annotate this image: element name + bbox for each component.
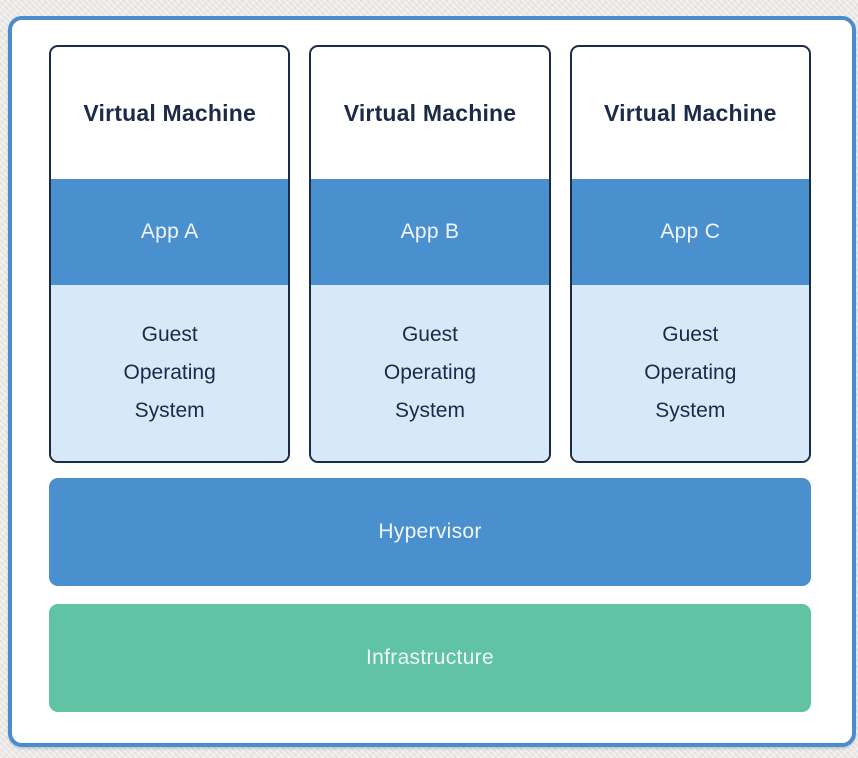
infrastructure-label: Infrastructure — [366, 646, 494, 669]
vm-title: Virtual Machine — [604, 99, 777, 126]
infrastructure-bar: Infrastructure — [49, 604, 811, 712]
vm-box-2: Virtual Machine App B Guest Operating Sy… — [309, 45, 551, 463]
guest-os-label: Guest Operating System — [383, 323, 477, 422]
app-band: App C — [571, 179, 809, 285]
guest-os-label: Guest Operating System — [123, 323, 216, 422]
vm-row: Virtual Machine App A Guest Operating Sy… — [49, 45, 811, 463]
hypervisor-bar: Hypervisor — [49, 478, 811, 586]
app-label: App B — [400, 220, 460, 243]
vm-box-1: Virtual Machine App A Guest Operating Sy… — [49, 45, 291, 463]
guest-os-label: Guest Operating System — [644, 323, 737, 422]
diagram-card: Virtual Machine App A Guest Operating Sy… — [8, 16, 856, 747]
app-label: App A — [140, 220, 199, 243]
guest-os-band: Guest Operating System — [51, 285, 289, 461]
vm-title: Virtual Machine — [83, 99, 256, 126]
hypervisor-label: Hypervisor — [378, 520, 482, 543]
app-label: App C — [660, 220, 721, 243]
guest-os-band: Guest Operating System — [571, 285, 809, 461]
vm-box-3: Virtual Machine App C Guest Operating Sy… — [569, 45, 811, 463]
guest-os-band: Guest Operating System — [311, 285, 549, 461]
app-band: App A — [51, 179, 289, 285]
vm-title: Virtual Machine — [343, 99, 517, 126]
app-band: App B — [311, 179, 549, 285]
